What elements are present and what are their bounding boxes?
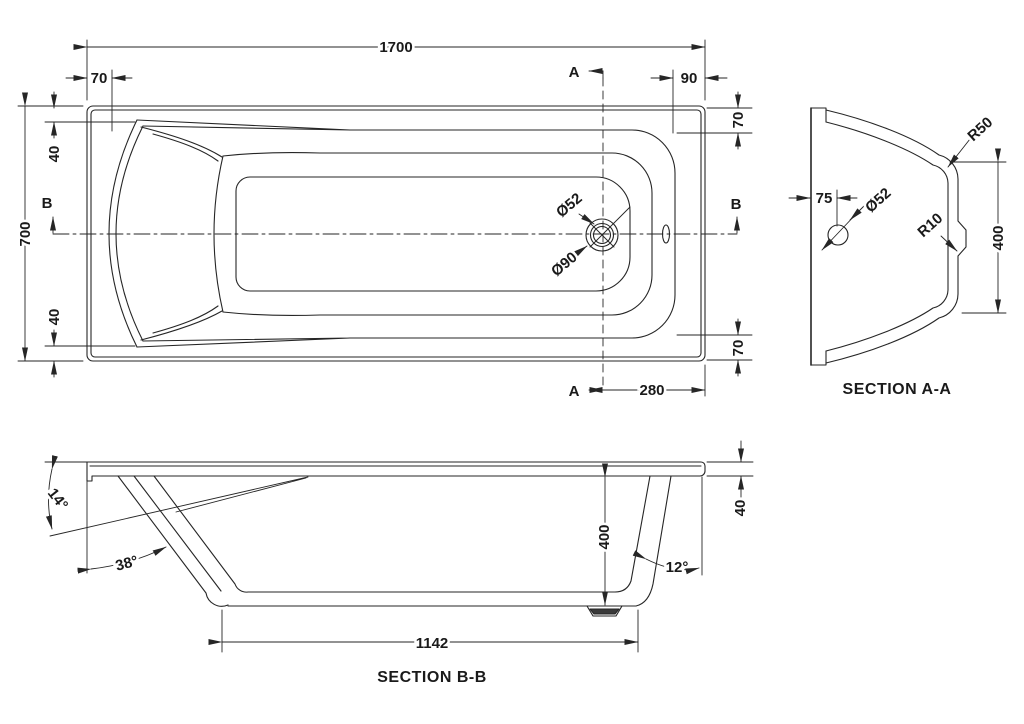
plan-drain-waste	[585, 206, 631, 252]
section-aa-profile	[810, 107, 967, 366]
plan-backrest-inner-arc	[115, 125, 144, 342]
dim-label-bb-14: 14°	[44, 485, 71, 513]
dim-label-aa-52: Ø52	[862, 185, 894, 217]
dim-plan-280: 280	[589, 364, 706, 402]
dim-label-70-left: 70	[91, 70, 108, 87]
dim-aa-d52: Ø52	[821, 182, 897, 251]
dim-label-aa-400: 400	[990, 225, 1007, 250]
dim-label-drain-90: Ø90	[548, 249, 581, 280]
section-bb-waste-outlet	[586, 605, 623, 617]
section-a-marker-top: A	[566, 62, 604, 84]
section-bb-view: 14° 38° 12° 400 40 1142	[41, 440, 754, 689]
dim-label-280: 280	[639, 382, 664, 399]
plan-view: 1700 70 A 90 700	[15, 37, 753, 403]
dim-label-bb-12: 12°	[666, 559, 689, 576]
dim-label-70-right-top: 70	[730, 112, 747, 129]
section-aa-drain-hole	[827, 224, 849, 246]
dim-plan-1700: 1700	[73, 37, 706, 101]
section-b-label-left: B	[42, 195, 53, 212]
section-bb-profile	[49, 461, 706, 617]
section-a-label-bottom: A	[569, 383, 580, 400]
dim-plan-70-right-bottom: 70	[676, 318, 753, 377]
section-a-marker-bottom: A	[566, 381, 604, 403]
plan-outer-rim-inner-line	[90, 109, 702, 358]
plan-floor-contour	[235, 176, 631, 292]
dim-bb-38deg: 38°	[77, 479, 167, 577]
dim-bb-1142: 1142	[208, 609, 639, 655]
dim-plan-40-top: 40	[44, 91, 136, 165]
dim-bb-12deg: 12°	[632, 476, 703, 579]
dim-label-bb-38: 38°	[114, 553, 140, 575]
dim-label-bb-40: 40	[732, 500, 749, 517]
dim-aa-r10: R10	[912, 207, 958, 252]
dim-label-drain-52: Ø52	[553, 190, 586, 221]
plan-backrest-slope-lines	[140, 126, 223, 341]
dim-label-70-right-bottom: 70	[730, 340, 747, 357]
section-b-marker-right: B	[728, 194, 744, 234]
plan-backrest-outer-arc	[108, 119, 138, 348]
dim-label-1700: 1700	[379, 39, 412, 56]
dim-label-40-bottom: 40	[46, 309, 63, 326]
dim-aa-400: 400	[949, 148, 1010, 314]
dim-label-bb-400: 400	[596, 524, 613, 549]
plan-backrest-edge-wedges	[136, 119, 351, 348]
dim-plan-70-right-top: 70	[676, 91, 753, 150]
dim-label-bb-1142: 1142	[416, 635, 449, 652]
dim-plan-40-bottom: 40	[44, 306, 136, 378]
section-b-marker-left: B	[39, 193, 56, 234]
dim-plan-90: 90	[650, 68, 728, 134]
dim-aa-75: 75	[788, 188, 858, 227]
dim-bb-40: 40	[706, 440, 754, 519]
dim-plan-700: 700	[15, 92, 84, 362]
section-b-label-right: B	[731, 196, 742, 213]
dim-bb-400: 400	[594, 463, 616, 606]
dim-label-90: 90	[681, 70, 698, 87]
dim-plan-70-left: 70	[65, 68, 133, 132]
dim-label-700: 700	[17, 221, 34, 246]
plan-drain-labels: Ø52 Ø90	[545, 187, 595, 283]
dim-label-aa-75: 75	[816, 190, 833, 207]
section-aa-view: 75 Ø52 R50 R10 400 SECTION A-A	[788, 107, 1010, 401]
dim-label-40-top: 40	[46, 146, 63, 163]
plan-backrest-base-curve	[213, 155, 224, 313]
dim-aa-r50: R50	[947, 111, 999, 168]
dim-bb-14deg: 14°	[41, 455, 88, 530]
section-a-label-top: A	[569, 64, 580, 81]
section-bb-title: SECTION B-B	[377, 669, 487, 686]
plan-outer-rim	[86, 105, 706, 362]
section-aa-title: SECTION A-A	[843, 381, 952, 398]
